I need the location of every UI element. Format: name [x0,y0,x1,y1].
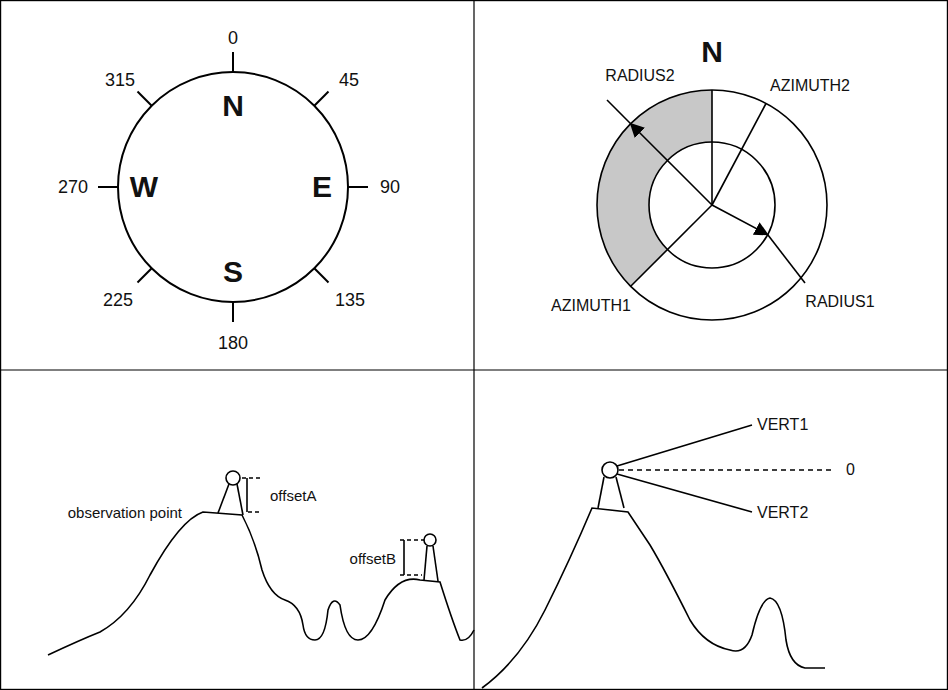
bearing-number: 45 [339,71,359,89]
terrain-offsets [48,471,474,655]
cardinal-letter: W [130,172,158,202]
cardinal-letter: N [701,37,723,67]
parameter-label: AZIMUTH2 [770,78,850,94]
parameter-label: VERT2 [757,505,808,521]
bearing-number: 315 [105,71,135,89]
parameter-label: RADIUS1 [805,294,874,310]
bearing-number: 0 [228,29,238,47]
terrain-vertical [482,425,835,688]
bearing-number: 270 [58,178,88,196]
cardinal-letter: S [223,257,243,287]
parameter-label: offsetA [270,488,316,503]
cardinal-letter: E [312,172,332,202]
point-label: observation point [68,505,182,520]
bearing-number: 180 [218,334,248,352]
cardinal-letter: N [222,91,244,121]
parameter-label: AZIMUTH1 [551,298,631,314]
bearing-number: 225 [103,291,133,309]
bearing-number: 90 [380,178,400,196]
compass [98,52,368,322]
bearing-number: 135 [335,291,365,309]
parameter-label: VERT1 [757,417,808,433]
search-ring [597,90,827,320]
parameter-label: offsetB [350,551,396,566]
parameter-label: RADIUS2 [605,68,674,84]
parameter-label: 0 [846,462,855,478]
